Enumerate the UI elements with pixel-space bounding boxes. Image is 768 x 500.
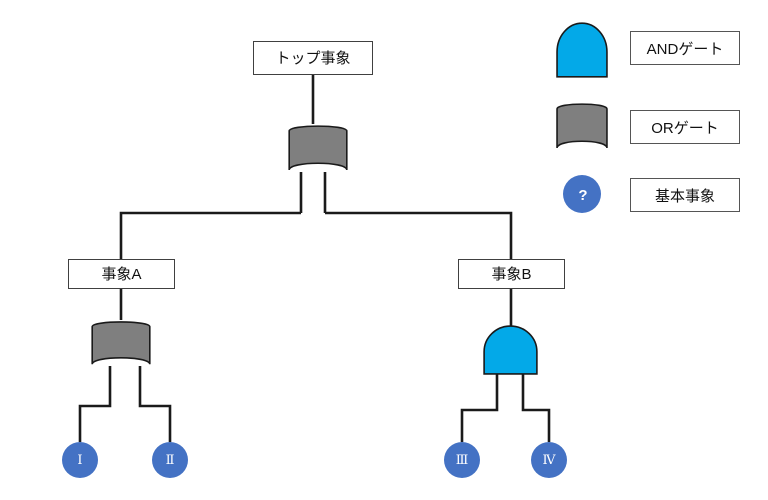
and-gate-symbol [556,22,608,78]
basic-event-circle-3 [444,442,480,478]
basic-event-symbol [563,175,601,213]
legend-label-basic-event[interactable]: 基本事象 [630,178,740,212]
event-a-label: 事象A [101,265,142,283]
legend-basic-event-text: 基本事象 [654,187,715,205]
event-a-box[interactable]: 事象A [68,259,175,289]
legend-symbols [556,22,608,213]
connector-branch-left [119,211,301,259]
legend-label-or-gate[interactable]: ORゲート [630,110,740,144]
gate-b[interactable] [483,325,538,375]
connector-lines [78,75,551,442]
basic-event-circles[interactable] [62,442,567,478]
basic-event-circle-1 [62,442,98,478]
connector-branch-right [325,211,513,259]
event-b-label: 事象B [491,265,532,283]
gate-top[interactable] [288,125,348,171]
connector-gateA-stem-left [78,366,112,442]
top-event-box[interactable]: トップ事象 [253,41,373,75]
legend-and-gate-text: ANDゲート [646,40,724,58]
basic-event-circle-2 [152,442,188,478]
legend-label-and-gate[interactable]: ANDゲート [630,31,740,65]
basic-event-circle-4 [531,442,567,478]
connector-gateA-stem-right [138,366,172,442]
event-b-box[interactable]: 事象B [458,259,565,289]
gate-a[interactable] [91,321,151,366]
connector-gateB-stem-right [521,374,551,442]
or-gate-symbol [556,103,608,149]
legend-or-gate-text: ORゲート [651,119,719,137]
top-event-label: トップ事象 [275,49,351,67]
connector-gateB-stem-left [460,374,499,442]
